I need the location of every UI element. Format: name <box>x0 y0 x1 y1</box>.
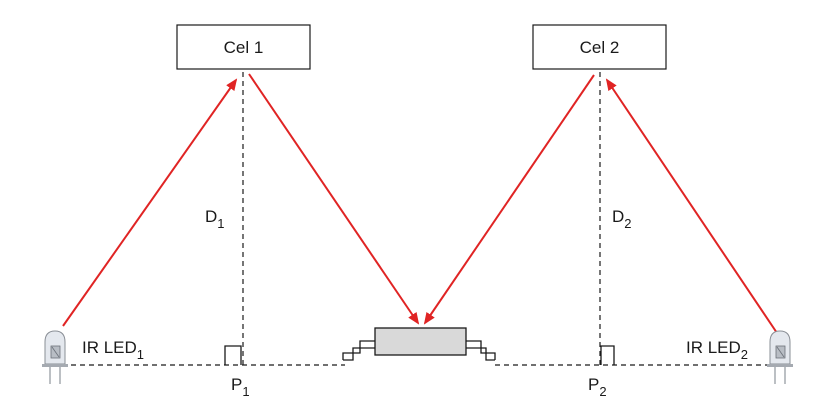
distance-label-1: D1 <box>205 207 225 231</box>
chip-component <box>342 327 496 361</box>
ray-led2-to-cel2 <box>605 78 778 334</box>
led-label-2: IR LED2 <box>686 338 748 362</box>
camera-label-1: Cel 1 <box>224 38 264 57</box>
camera-box-1: Cel 1 <box>176 24 311 70</box>
position-marker-2 <box>600 345 615 365</box>
ray-cel2-to-chip <box>423 74 595 325</box>
camera-label-2: Cel 2 <box>580 38 620 57</box>
ray-cel1-to-chip <box>248 73 420 325</box>
position-label-1: P1 <box>231 375 250 399</box>
camera-box-2: Cel 2 <box>532 24 667 70</box>
led-label-1: IR LED1 <box>82 338 144 362</box>
distance-label-2: D2 <box>612 207 632 231</box>
ir-led-1 <box>42 330 68 384</box>
ir-led-2 <box>767 330 793 384</box>
position-label-2: P2 <box>588 375 607 399</box>
ray-led1-to-cel1 <box>62 78 238 327</box>
position-marker-1 <box>224 345 242 365</box>
